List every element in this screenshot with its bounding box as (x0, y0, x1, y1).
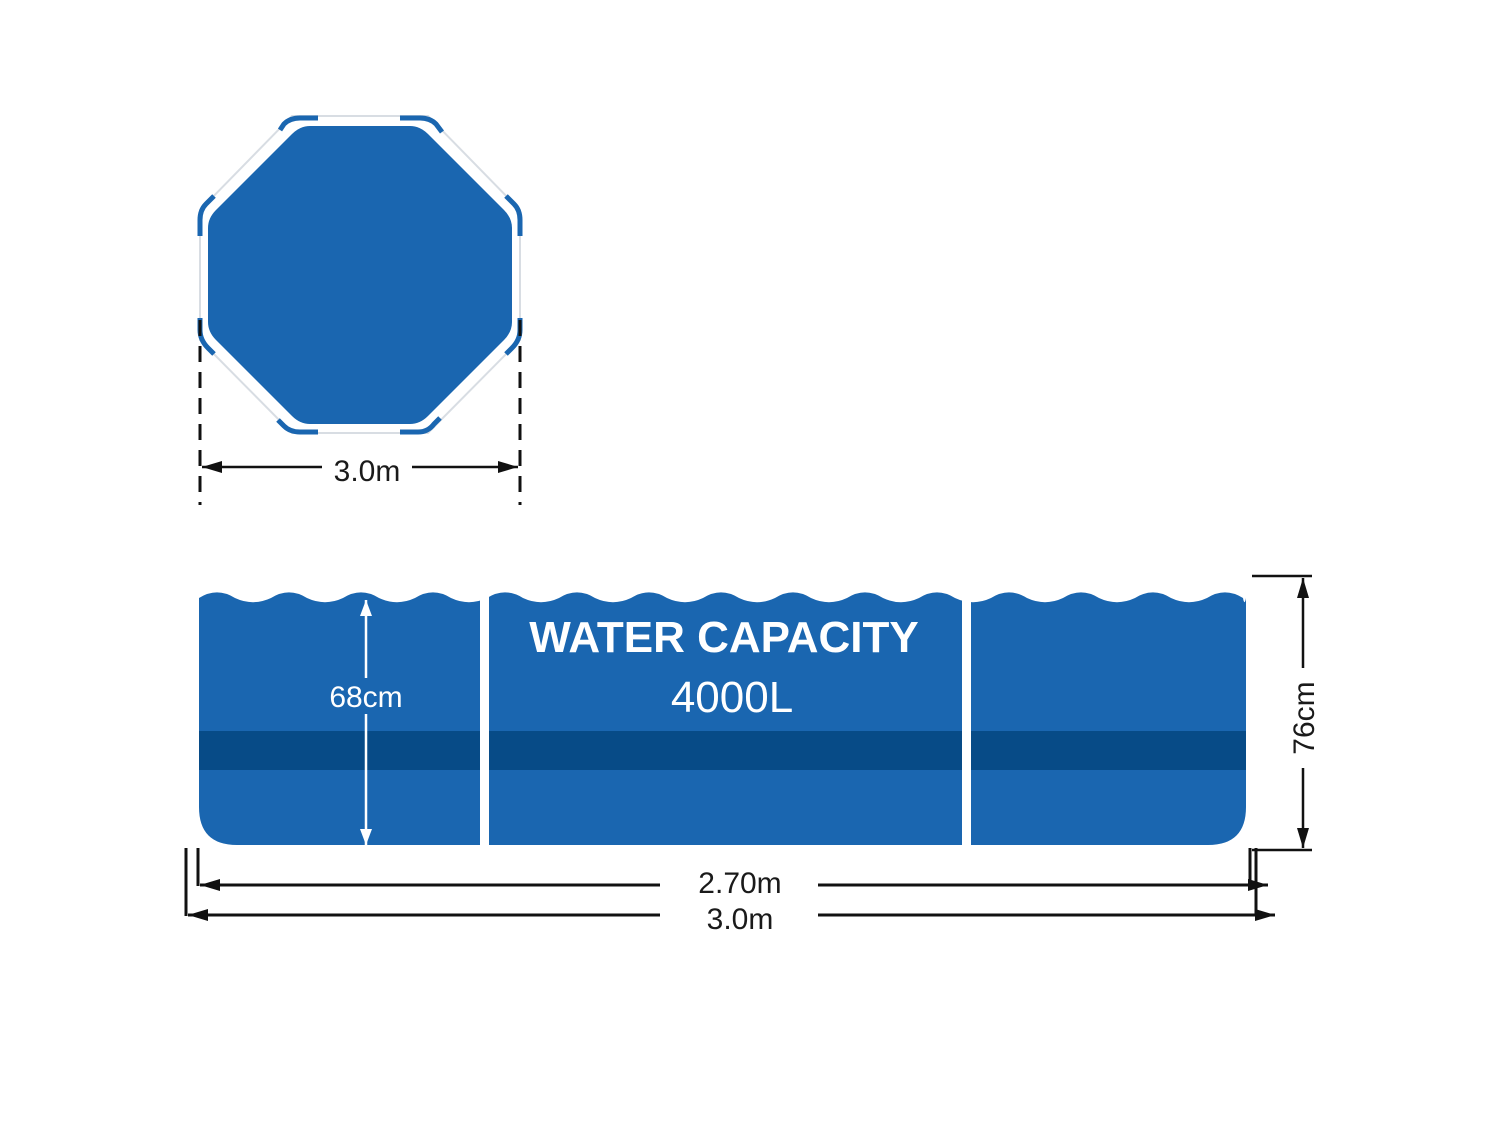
top-view-width-label: 3.0m (334, 455, 401, 488)
side-view-pool-body (199, 592, 1246, 845)
wall-height-label: 76cm (1288, 681, 1321, 754)
inner-width-label: 2.70m (698, 867, 781, 900)
capacity-title: WATER CAPACITY (529, 613, 918, 662)
side-view-pole-right (962, 590, 971, 852)
top-view: 3.0m (197, 115, 523, 505)
side-view-band (199, 731, 1246, 770)
capacity-value: 4000L (671, 673, 793, 722)
outer-width-label: 3.0m (707, 903, 774, 936)
water-depth-label: 68cm (329, 681, 402, 714)
side-view-pole-left (480, 590, 489, 852)
water-depth-label-bg (320, 678, 412, 714)
side-view: WATER CAPACITY 4000L 68cm 76cm 2.70m 3.0… (184, 574, 1321, 936)
top-view-pool (208, 126, 512, 424)
